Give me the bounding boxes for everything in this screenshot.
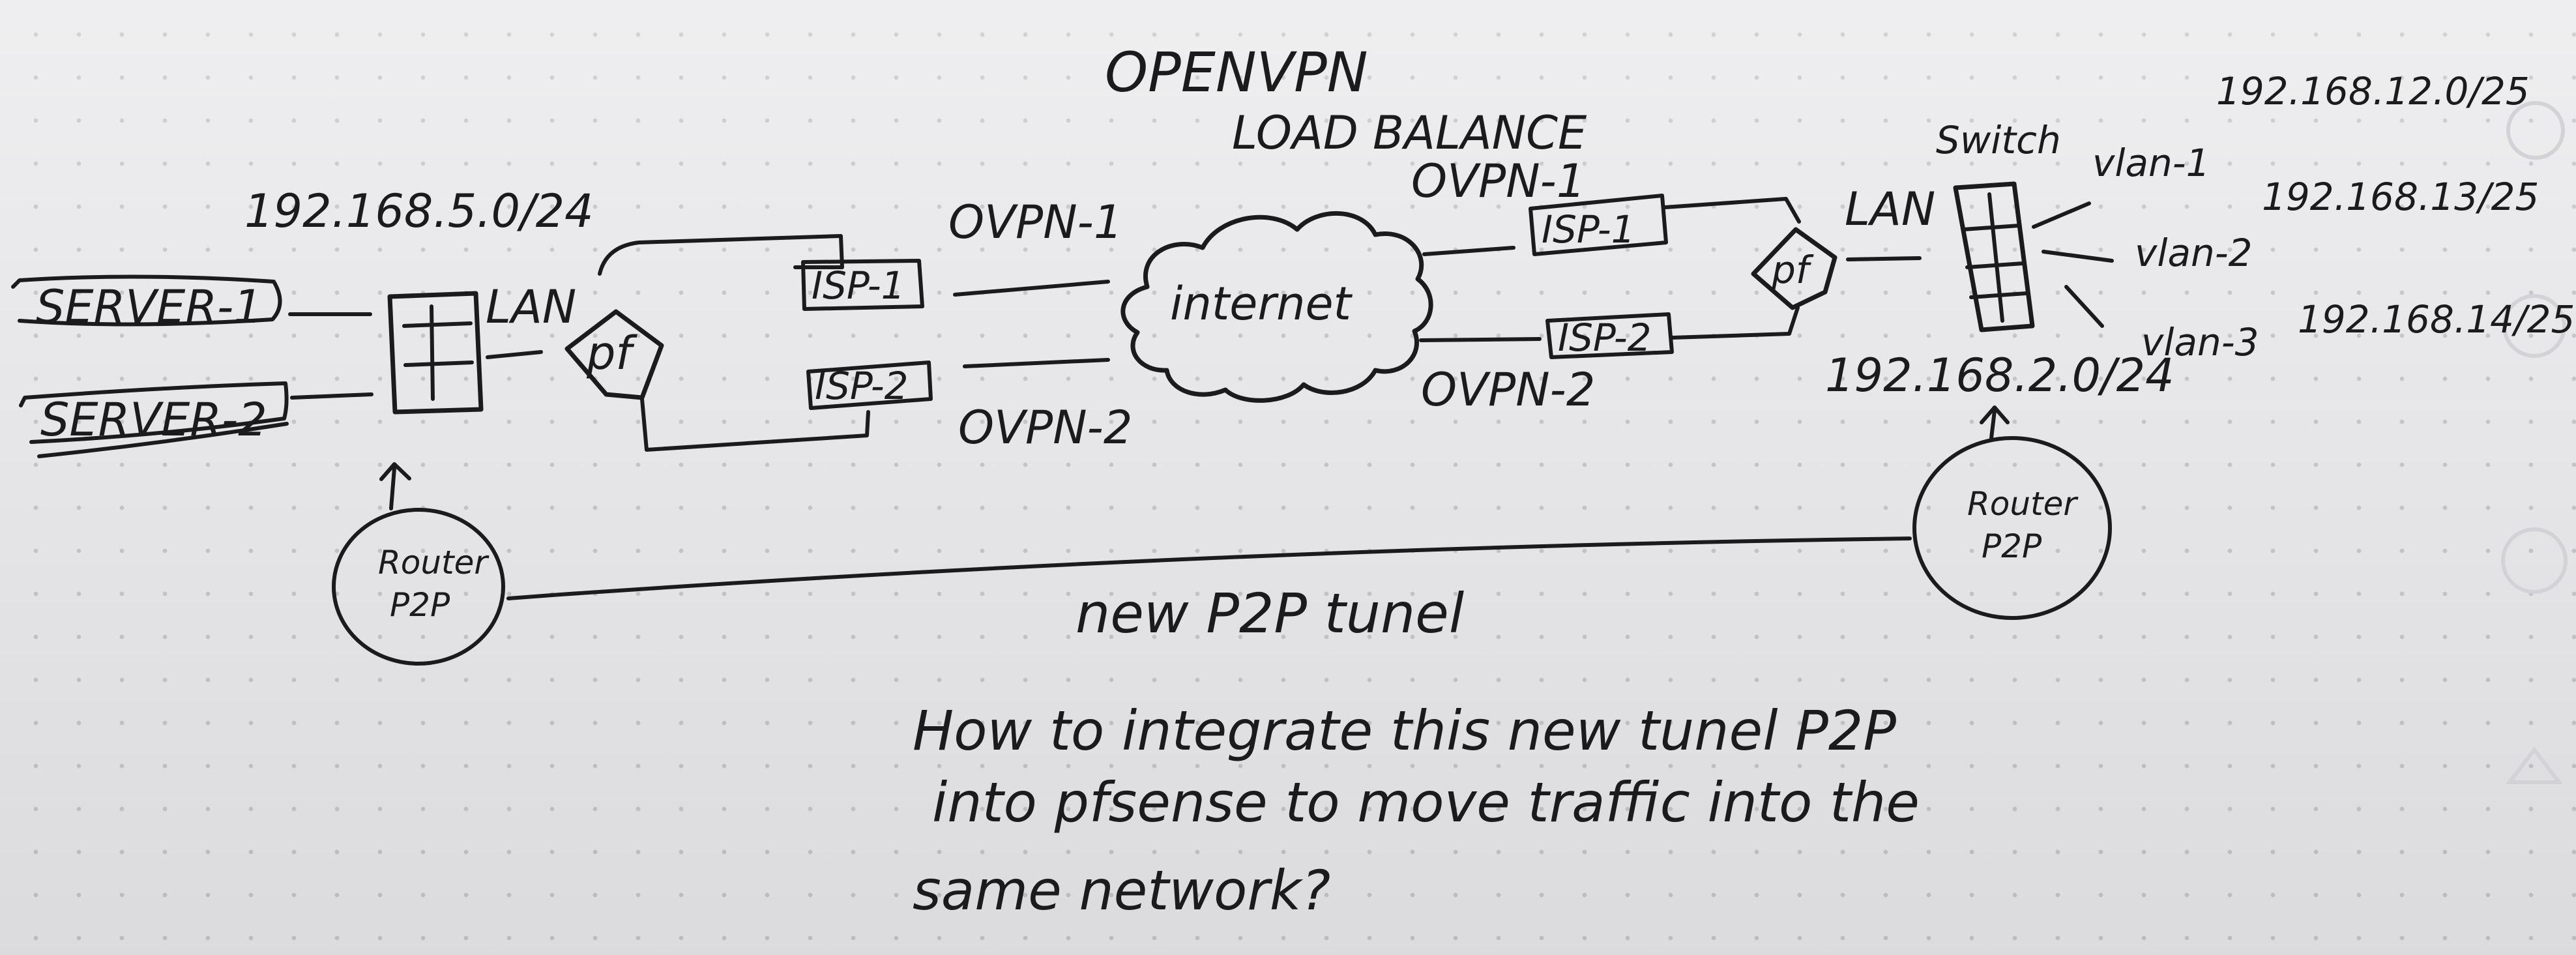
right-router-label-line-2: P2P	[1982, 527, 2042, 565]
question-line-2: into pfsense to move traffic into the	[932, 771, 1920, 834]
right-pfsense-label: pf	[1771, 248, 1814, 292]
server-1-box: SERVER-1	[11, 274, 282, 334]
switch-label: Switch	[1936, 118, 2061, 162]
left-ovpn-2-line	[963, 358, 1110, 368]
vlan-2-label: vlan-2	[2135, 231, 2253, 275]
left-ovpn-1-line	[953, 280, 1110, 297]
vlan-3-subnet: 192.168.14/25	[2298, 297, 2575, 342]
left-pfsense-icon: pf	[564, 309, 664, 400]
right-isp-2-box: ISP-2	[1545, 312, 1674, 360]
right-router-label-line-1: Router	[1967, 485, 2079, 523]
right-ovpn-2-label: OVPN-2	[1421, 363, 1595, 417]
faint-page-marks	[2501, 101, 2568, 784]
right-pfsense-icon: pf	[1751, 227, 1837, 310]
right-isp-2-label: ISP-2	[1558, 316, 1652, 360]
p2p-tunnel-label: new P2P tunel	[1076, 581, 1464, 645]
left-isp-1-link	[598, 234, 844, 276]
server-2-label: SERVER-2	[40, 393, 267, 447]
left-switch-icon	[387, 291, 484, 415]
right-isp-1-label: ISP-1	[1542, 207, 1635, 252]
internet-cloud-icon: internet	[1120, 211, 1433, 403]
right-lan-label: LAN	[1845, 183, 1935, 236]
left-ovpn-1-label: OVPN-1	[948, 196, 1122, 249]
p2p-tunnel-line	[506, 536, 1912, 600]
question-line-1: How to integrate this new tunel P2P	[913, 699, 1896, 763]
left-router-label-line-2: P2P	[390, 586, 450, 624]
left-ovpn-2-label: OVPN-2	[958, 401, 1132, 454]
right-isp-1-link	[1663, 197, 1801, 224]
question-line-3: same network?	[913, 859, 1330, 922]
left-lan-link	[486, 350, 543, 359]
left-isp-2-label: ISP-2	[815, 364, 909, 408]
left-router-p2p-icon: Router P2P	[332, 462, 505, 666]
right-ovpn-1-line	[1422, 246, 1515, 256]
right-subnet-label: 192.168.2.0/24	[1825, 349, 2174, 402]
left-isp-1-label: ISP-1	[812, 263, 905, 308]
vlan-2-subnet: 192.168.13/25	[2262, 175, 2539, 219]
vlan-3-link	[2064, 285, 2104, 328]
title-openvpn: OPENVPN	[1105, 40, 1368, 104]
server-1-label: SERVER-1	[36, 280, 263, 334]
server-2-box: SERVER-2	[19, 381, 289, 458]
left-isp-1-box: ISP-1	[801, 259, 924, 311]
right-isp-1-box: ISP-1	[1529, 194, 1668, 256]
right-switch-icon	[1953, 181, 2035, 332]
vlan-1-subnet: 192.168.12.0/25	[2216, 69, 2530, 113]
left-router-label-line-1: Router	[378, 544, 490, 581]
left-pfsense-label: pf	[586, 327, 637, 380]
left-subnet-label: 192.168.5.0/24	[244, 184, 594, 238]
internet-label: internet	[1170, 277, 1353, 331]
right-ovpn-2-line	[1419, 337, 1542, 342]
vlan-3-label: vlan-3	[2141, 320, 2259, 364]
right-router-p2p-icon: Router P2P	[1912, 405, 2112, 620]
right-isp-2-link	[1670, 306, 1800, 340]
right-lan-link	[1846, 256, 1922, 261]
left-lan-label: LAN	[486, 280, 576, 334]
vlan-2-link	[2042, 250, 2114, 263]
vlan-1-label: vlan-1	[2092, 141, 2210, 185]
server-2-link	[290, 392, 373, 400]
left-isp-2-box: ISP-2	[806, 360, 933, 410]
vlan-1-link	[2032, 201, 2091, 229]
right-ovpn-1-label: OVPN-1	[1411, 154, 1585, 208]
left-isp-2-link	[640, 397, 870, 452]
title-load-balance: LOAD BALANCE	[1232, 106, 1587, 160]
